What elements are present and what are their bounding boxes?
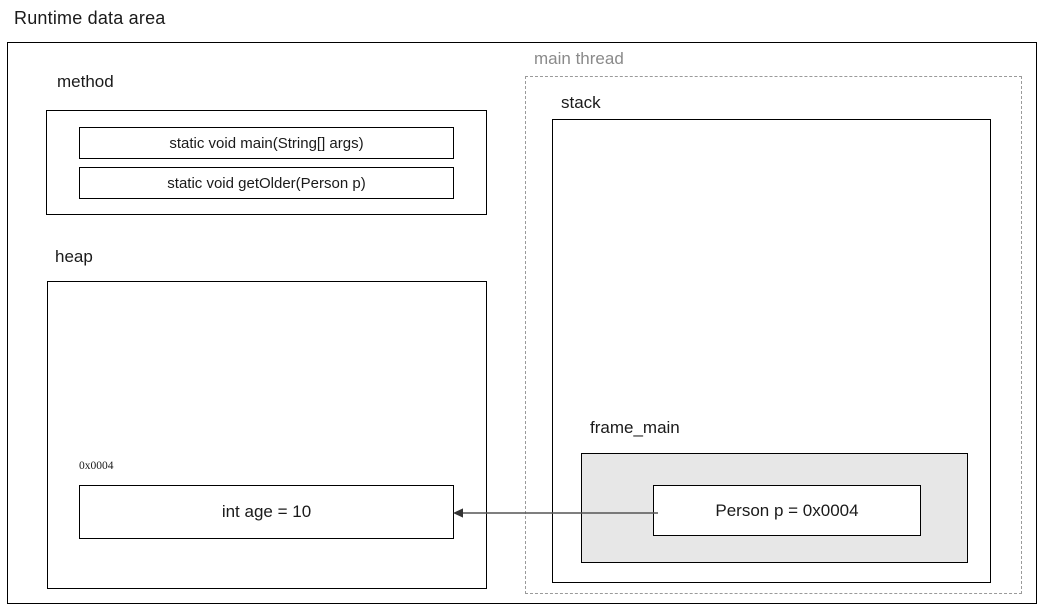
main-thread-container (525, 76, 1022, 594)
method-entry-main: static void main(String[] args) (79, 127, 454, 159)
heap-object-box: int age = 10 (79, 485, 454, 539)
page-title: Runtime data area (14, 8, 166, 28)
heap-area-container (47, 281, 487, 589)
stack-container (552, 119, 991, 583)
heap-area-label: heap (55, 247, 93, 266)
frame-main-label: frame_main (590, 418, 680, 437)
stack-label: stack (561, 93, 601, 112)
method-area-label: method (57, 72, 114, 91)
main-thread-label: main thread (534, 49, 624, 68)
method-entry-getolder: static void getOlder(Person p) (79, 167, 454, 199)
heap-object-address-label: 0x0004 (79, 460, 114, 472)
method-area-container (46, 110, 487, 215)
runtime-data-area-container (7, 42, 1037, 604)
frame-variable-person-p: Person p = 0x0004 (653, 485, 921, 536)
